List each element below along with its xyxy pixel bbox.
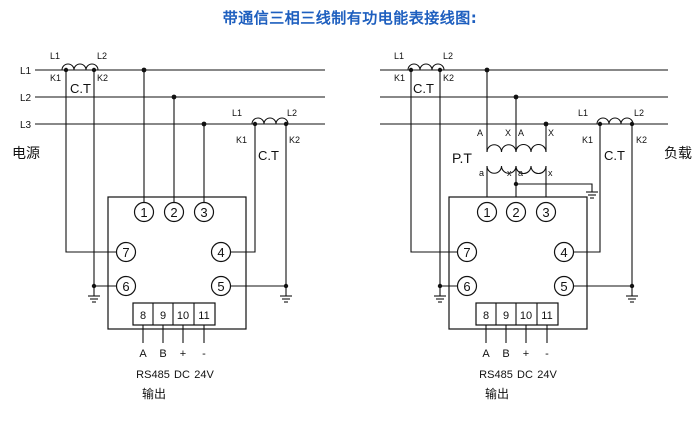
wiring-label: K1: [394, 73, 405, 83]
terminal-6: 6: [456, 275, 478, 297]
terminal-2: 2: [163, 201, 185, 223]
wiring-label: L1: [50, 51, 60, 61]
wiring-label: a: [479, 168, 484, 178]
terminal-1: 1: [133, 201, 155, 223]
wiring-label: L2: [287, 108, 297, 118]
wiring-label: L2: [97, 51, 107, 61]
wiring-label: DC: [517, 369, 533, 381]
wiring-label: 6: [122, 279, 129, 294]
wiring-label: 9: [503, 310, 509, 322]
wiring-label: DC: [174, 369, 190, 381]
diagram-title: 带通信三相三线制有功电能表接线图:: [222, 9, 478, 27]
wiring-label: +: [523, 348, 529, 360]
wiring-label: 24V: [194, 369, 214, 381]
wiring-label: 7: [122, 245, 129, 260]
wiring-label: 6: [463, 279, 470, 294]
terminal-5: 5: [210, 275, 232, 297]
wiring-label: K1: [582, 135, 593, 145]
wiring-label: 3: [200, 205, 207, 220]
wiring-label: K2: [443, 73, 454, 83]
wiring-label: 输出: [485, 386, 509, 401]
wiring-label: K1: [50, 73, 61, 83]
current-transformer-2: L1 L2 K1 K2 C.T: [232, 108, 300, 163]
wiring-label: K2: [636, 135, 647, 145]
terminal-1: 1: [476, 201, 498, 223]
wiring-label: 10: [520, 310, 532, 322]
terminal-4: 4: [210, 241, 232, 263]
wiring-label: 4: [560, 245, 567, 260]
wiring-label: B: [502, 348, 509, 360]
right-diagram: 负载 L1 L2 K1 K2 C.T L1 L2 K1 K2 C.T A X A…: [380, 51, 692, 401]
wiring-label: X: [548, 128, 554, 138]
terminal-3: 3: [193, 201, 215, 223]
wiring-label: 输出: [142, 386, 166, 401]
current-transformer-3: L1 L2 K1 K2 C.T: [394, 51, 454, 96]
source-label: 电源: [12, 145, 40, 161]
wiring-label: K1: [236, 135, 247, 145]
wiring-label: 11: [198, 310, 209, 322]
wiring-label: 2: [512, 205, 519, 220]
wiring-label: 4: [217, 245, 224, 260]
wiring-label: 3: [542, 205, 549, 220]
ct-label: C.T: [604, 148, 625, 163]
terminal-7: 7: [115, 241, 137, 263]
terminal-6: 6: [115, 275, 137, 297]
terminal-2: 2: [505, 201, 527, 223]
wiring-label: 8: [140, 310, 146, 322]
wiring-label: x: [548, 168, 553, 178]
wiring-label: L1: [578, 108, 588, 118]
wiring-label: A: [518, 128, 524, 138]
ct-label: C.T: [413, 81, 434, 96]
wiring-label: RS485: [136, 369, 170, 381]
current-transformer-4: L1 L2 K1 K2 C.T: [578, 108, 647, 163]
wiring-label: 1: [140, 205, 147, 220]
wiring-label: 10: [177, 310, 189, 322]
wiring-label: L1: [232, 108, 242, 118]
comm-terminal-block-right: 8 9 10 11 A B + - RS485 DC 24V 输出: [475, 302, 559, 401]
wiring-label: 9: [160, 310, 166, 322]
wiring-label: 2: [170, 205, 177, 220]
wiring-label: K2: [289, 135, 300, 145]
wiring-label: 5: [560, 279, 567, 294]
wiring-label: X: [505, 128, 511, 138]
wiring-label: x: [507, 168, 512, 178]
wiring-label: RS485: [479, 369, 513, 381]
terminal-5: 5: [553, 275, 575, 297]
wiring-label: A: [477, 128, 483, 138]
line-l2-label: L2: [20, 93, 32, 104]
wiring-label: +: [180, 348, 186, 360]
pt-label: P.T: [452, 150, 472, 166]
wiring-label: 5: [217, 279, 224, 294]
wiring-label: 11: [541, 310, 552, 322]
wiring-label: L1: [394, 51, 404, 61]
ct-label: C.T: [70, 81, 91, 96]
wiring-label: A: [139, 348, 147, 360]
wiring-label: 24V: [537, 369, 557, 381]
wiring-label: L2: [443, 51, 453, 61]
phase-lines-left: [35, 69, 325, 125]
wiring-label: K2: [97, 73, 108, 83]
line-l3-label: L3: [20, 120, 32, 131]
load-label: 负载: [664, 145, 692, 161]
wiring-label: 1: [483, 205, 490, 220]
wiring-label: 8: [483, 310, 489, 322]
terminal-3: 3: [535, 201, 557, 223]
terminal-7: 7: [456, 241, 478, 263]
wiring-label: -: [545, 348, 549, 360]
wiring-label: a: [518, 168, 523, 178]
ct-label: C.T: [258, 148, 279, 163]
wiring-label: -: [202, 348, 206, 360]
line-l1-label: L1: [20, 66, 32, 77]
wiring-label: 7: [463, 245, 470, 260]
comm-terminal-block-left: 8 9 10 11 A B + - RS485 DC 24V 输出: [132, 302, 216, 401]
wiring-label: A: [482, 348, 490, 360]
terminal-4: 4: [553, 241, 575, 263]
wiring-label: L2: [634, 108, 644, 118]
wiring-label: B: [159, 348, 166, 360]
phase-lines-right: [380, 69, 668, 125]
left-diagram: L1 L2 L3 电源 L1 L2 K1 K2 C.T L1 L2 K1 K2 …: [12, 51, 325, 401]
potential-transformer: A X A X a x a x P.T: [452, 67, 599, 203]
current-transformer-1: L1 L2 K1 K2 C.T: [50, 51, 108, 96]
